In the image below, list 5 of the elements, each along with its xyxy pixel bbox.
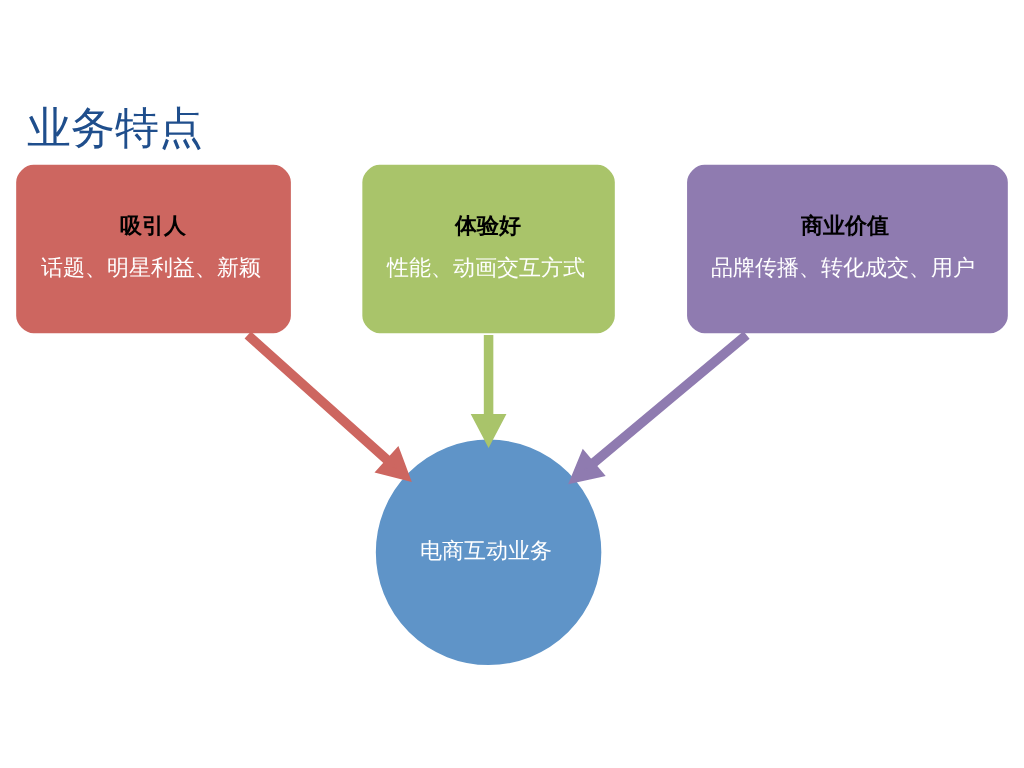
- arrow: [244, 331, 412, 482]
- diagram-title: 业务特点: [27, 102, 204, 154]
- node-box: 体验好 性能、动画交互方式: [359, 161, 618, 337]
- arrow: [568, 331, 750, 485]
- arrow: [470, 335, 507, 449]
